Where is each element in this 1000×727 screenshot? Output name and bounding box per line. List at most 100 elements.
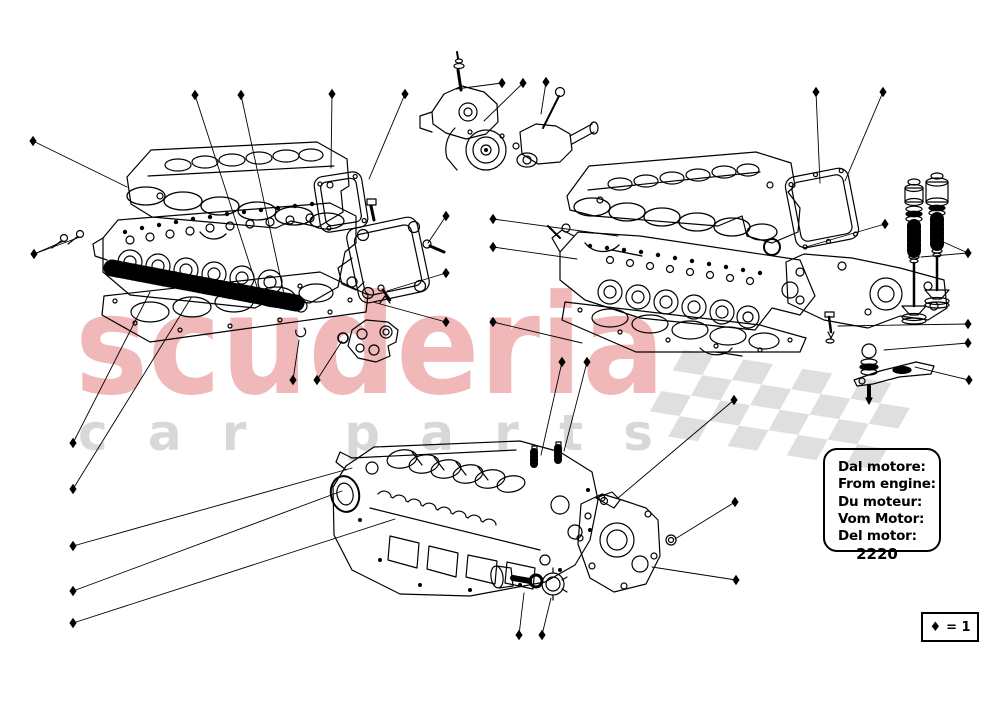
legend-diamond-icon: ♦ (929, 619, 942, 635)
aux-coolant-pump (512, 86, 599, 168)
quantity-marker (30, 248, 38, 260)
quantity-marker (730, 394, 738, 406)
leader-line (72, 297, 192, 490)
leader-line (492, 246, 578, 260)
quantity-marker (542, 76, 550, 88)
tappet-studs (530, 441, 562, 470)
engine-info-line: From engine: (838, 476, 936, 493)
leader-line (483, 82, 524, 122)
quantity-marker (583, 356, 591, 368)
left-head-gasket (101, 271, 369, 343)
breather-cover (785, 253, 948, 329)
sensor-cap (541, 567, 568, 601)
quantity-marker (964, 318, 972, 330)
quantity-marker (519, 77, 527, 89)
leader-line (194, 94, 259, 291)
quantity-marker (732, 574, 740, 586)
quantity-marker (237, 89, 245, 101)
stud-bolt (377, 284, 385, 292)
engine-info-line: Vom Motor: (838, 510, 925, 527)
legend-box: ♦ = 1 (921, 612, 979, 642)
camshaft-spring (103, 259, 305, 312)
quantity-marker (515, 629, 523, 641)
leader-line (883, 342, 969, 351)
quantity-marker (489, 241, 497, 253)
quantity-marker (69, 585, 77, 597)
left-cylinder-head (92, 201, 357, 313)
quantity-marker (442, 316, 450, 328)
quantity-marker (29, 135, 37, 147)
left-valve-cover-gasket (126, 186, 345, 240)
engine-number: 2220 (856, 545, 898, 564)
leader-line (518, 592, 525, 636)
leader-line (316, 340, 343, 381)
quantity-marker (442, 267, 450, 279)
leader-line (914, 366, 970, 381)
quantity-marker (881, 218, 889, 230)
left-cover-end-gasket (313, 171, 369, 233)
leader-line (617, 399, 735, 499)
quantity-marker (69, 483, 77, 495)
quantity-marker (964, 247, 972, 259)
engine-info-line: Del motor: (838, 528, 917, 545)
leader-line (837, 323, 969, 327)
quantity-marker (289, 374, 297, 386)
leader-line (33, 236, 81, 255)
leader-lines (32, 81, 970, 636)
water-pump (445, 127, 507, 171)
leader-line (674, 501, 736, 540)
quantity-marker (69, 540, 77, 552)
leader-line (940, 240, 969, 254)
leader-line (815, 91, 821, 184)
leader-line (386, 272, 447, 292)
legend-text: = 1 (946, 619, 971, 635)
quantity-marker (191, 89, 199, 101)
quantity-marker (498, 77, 506, 89)
quantity-marker (489, 213, 497, 225)
plate-bolt (422, 239, 432, 249)
leader-line (372, 301, 447, 323)
leader-line (541, 597, 552, 636)
engine-block (329, 440, 599, 597)
quantity-marker (964, 337, 972, 349)
leader-line (920, 252, 969, 258)
rocker-arm (853, 343, 935, 405)
quantity-marker (442, 210, 450, 222)
leader-line (455, 82, 503, 90)
leader-line (563, 361, 588, 452)
quantity-markers (29, 76, 973, 641)
coolant-outlet-plate (337, 198, 446, 304)
right-cover-end-gasket (784, 167, 860, 250)
quantity-marker (812, 86, 820, 98)
leader-line (72, 490, 343, 592)
leader-line (240, 94, 285, 295)
timing-cover (576, 491, 661, 593)
quantity-marker (965, 374, 973, 386)
leader-line (651, 566, 737, 581)
distributor-flange (347, 319, 399, 363)
quantity-marker (69, 617, 77, 629)
leader-line (72, 467, 353, 547)
valve-assembly-1 (901, 178, 927, 325)
engine-info-line: Du moteur: (838, 493, 923, 510)
right-valve-cover-gasket (573, 197, 778, 257)
quantity-marker (879, 86, 887, 98)
quantity-marker (313, 374, 321, 386)
cover-bolt (824, 311, 835, 344)
leader-line (844, 91, 884, 182)
valve-assembly-2 (924, 172, 950, 309)
quantity-marker (401, 88, 409, 100)
circlip (295, 327, 307, 338)
quantity-marker (731, 496, 739, 508)
small-o-ring (337, 332, 349, 344)
quantity-marker (558, 356, 566, 368)
quantity-marker (328, 88, 336, 100)
o-ring-right (763, 238, 781, 256)
leader-line (540, 361, 563, 456)
leader-line (805, 223, 886, 248)
leader-line (540, 81, 547, 115)
cover-nut (665, 534, 677, 546)
quantity-marker (489, 316, 497, 328)
engine-info-line: Dal motore: (838, 459, 926, 475)
